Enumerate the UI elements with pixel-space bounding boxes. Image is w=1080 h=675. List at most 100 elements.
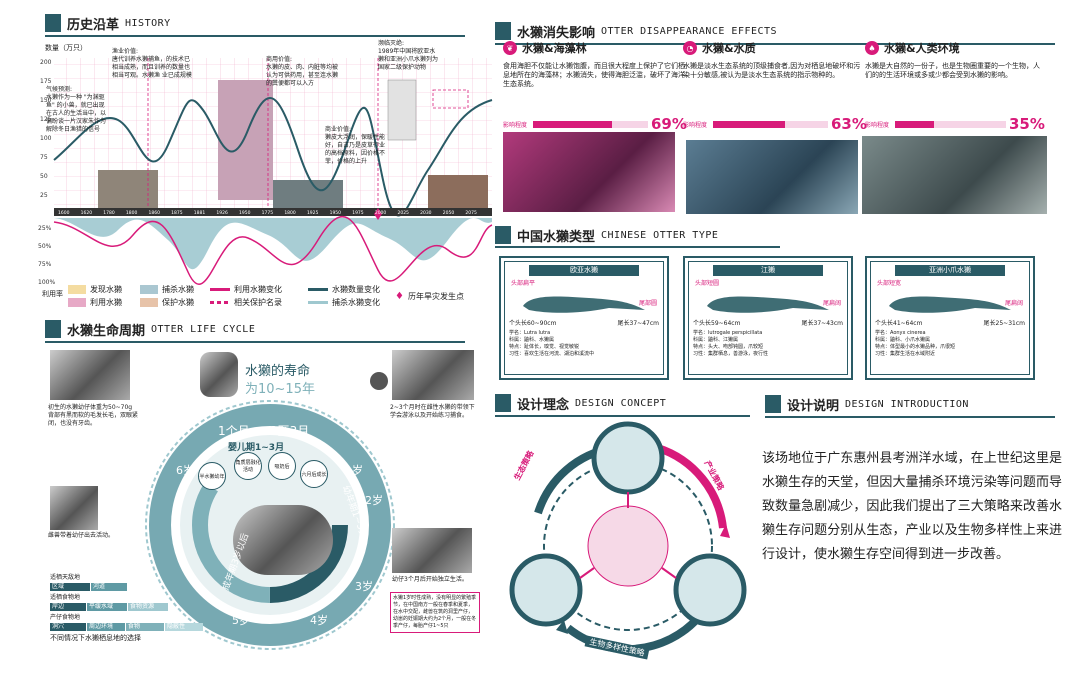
ytick: 200 — [40, 59, 52, 66]
legend-use-change: 利用水獭变化 — [210, 284, 282, 295]
photo-seaweed-urchins — [503, 132, 675, 212]
type-name: 江獭 — [713, 265, 823, 276]
note-newborn: 初生的水獭幼仔体重为50~70g 背部有黑而软的毛发长毛，双眼紧闭，也没有牙齿。 — [48, 404, 139, 427]
ring-label: 1个月 — [218, 424, 250, 438]
otter-print-icon — [370, 372, 388, 390]
note-commercial: 商业价值: 獭皮大浮润，保暖性能好，自古乃是皮草行业的高档原料，因价格不菲，价格… — [325, 126, 386, 165]
ring-label: 2岁 — [365, 494, 383, 507]
body-size: 个头长41~64cm — [875, 320, 923, 327]
concept-underline — [495, 415, 750, 417]
note-mother: 雌兽带着幼仔出去活动。 — [48, 532, 115, 539]
effect-water: ◔水獭&水质 水獭是淡水生态系统的顶级捕食者,因为对栖息地破坏和污染十分敏感,被… — [683, 41, 867, 133]
legend-prefix: 利用率 — [42, 290, 63, 298]
type-info: 学名：Aonyx cinerea 科属：鼬科、小爪水獭属 特点：体型最小的水獭品… — [875, 330, 956, 357]
habitat-bars: 适栖天敌地 区域 河道 适栖食物地 岸边 平缓水域 食物资源 产仔食物地 洞穴 … — [50, 574, 230, 643]
tail-label: 尾扁阔 — [1004, 300, 1023, 307]
bar-row: 洞穴 周边环境 食物 隐蔽性 — [50, 623, 230, 631]
note-swim: 2~3个月时在雌性水獭的带领下学会游泳以及开始练习捕食。 — [390, 404, 475, 419]
ring-label: 4岁 — [310, 614, 328, 627]
ytick: 125 — [40, 116, 52, 123]
bar-row: 岸边 平缓水域 食物资源 — [50, 603, 230, 611]
legend-protect-list: 相关保护名录 — [210, 297, 282, 308]
protection-markers — [147, 58, 469, 208]
capture-change-area — [54, 218, 492, 270]
effects-title: 水獭消失影响 OTTER DISAPPEARANCE EFFECTS — [495, 20, 777, 42]
concept-title: 设计理念 DESIGN CONCEPT — [495, 392, 666, 414]
history-underline — [45, 35, 465, 37]
effect-text: 水獭是淡水生态系统的顶级捕食者,因为对栖息地破坏和污染十分敏感,被认为是淡水生态… — [683, 62, 861, 79]
xtick: 1775 — [262, 210, 274, 216]
bar-label: 适栖食物地 — [50, 594, 81, 601]
stage-bubble: 半水獭幼年 — [198, 462, 226, 490]
seaweed-icon: ❦ — [503, 41, 517, 55]
ytick: 150 — [40, 97, 52, 104]
tail-size: 尾长25~31cm — [983, 320, 1025, 327]
tail-size: 尾长37~43cm — [801, 320, 843, 327]
intro-underline — [765, 416, 1055, 418]
note-fishing: 渔业价值: 唐代训养水獭捕鱼，的技术已相当成熟，而且训养的数量也相当可观。水獭渔… — [112, 48, 192, 79]
tail-label: 尾扁阔 — [822, 300, 841, 307]
y-ticks: 200 175 150 125 100 75 50 25 25% 50% 75%… — [38, 59, 55, 286]
x-axis-band — [54, 208, 492, 216]
ring-label: 1岁 — [345, 464, 363, 477]
section-marker — [45, 14, 61, 32]
xtick: 1950 — [239, 210, 251, 216]
xtick: 1925 — [307, 210, 319, 216]
xtick: 2025 — [397, 210, 409, 216]
legend-use: 利用水獭 — [68, 297, 122, 308]
bar-row: 区域 河道 — [50, 583, 230, 591]
types-underline — [495, 246, 780, 248]
ytick: 100 — [40, 135, 52, 142]
xtick: 1975 — [352, 210, 364, 216]
stage-bubble: 吸奶后 — [268, 452, 296, 480]
photo-human-fishing — [862, 136, 1047, 214]
xtick: 1800 — [126, 210, 138, 216]
ytick: 175 — [40, 78, 52, 85]
head-label: 头部扁平 — [511, 280, 536, 287]
photo-polluted-water — [686, 140, 858, 214]
use-change-line — [53, 216, 493, 285]
stage-infant: 婴儿期1~3月 — [228, 443, 285, 453]
photo-independent — [392, 528, 472, 573]
effect-text: 食用海胆不仅能让水獭饱腹，而且很大程度上保护了它们栖息地所在的海藻林；水獭消失，… — [503, 62, 685, 88]
body-size: 个头长60~90cm — [509, 320, 557, 327]
legend-drought: ♦历年旱灾发生点 — [395, 291, 464, 302]
head-label: 头部短宽 — [877, 280, 902, 287]
type-name: 亚洲小爪水獭 — [895, 265, 1005, 276]
photo-fishermen — [98, 170, 158, 215]
ring-label: 6岁 — [176, 464, 194, 477]
bar-label: 产仔食物地 — [50, 614, 81, 621]
concept-diagram — [509, 421, 747, 654]
xtick: 2030 — [420, 210, 432, 216]
type-card-asian: 亚洲小爪水獭 头部短宽 尾扁阔 个头长41~64cm 尾长25~31cm 学名：… — [865, 256, 1035, 380]
legend-discover: 发现水獭 — [68, 284, 122, 295]
otter-silhouette-icon — [523, 296, 645, 313]
note-endangered: 濒临灭绝: 1989年中国将欧亚水獭和亚洲小爪水獭列为国家二级保护动物 — [378, 40, 439, 71]
type-card-smooth: 江獭 头部短圆 尾扁阔 个头长59~64cm 尾长37~43cm 学名：lutr… — [683, 256, 853, 380]
ytick: 50 — [40, 173, 48, 180]
xtick: 1860 — [149, 210, 161, 216]
ytick: 25 — [40, 192, 48, 199]
ytick: 75 — [40, 154, 48, 161]
section-marker — [495, 226, 511, 244]
note-independent: 幼仔3个月后开始独立生活。 — [392, 576, 468, 583]
xtick: 1600 — [58, 210, 70, 216]
note-maturity: 水獭1岁时性成熟，没有明显的繁殖季节，在中国南方一般在春季和夏季，在水中交配，雌… — [390, 592, 480, 633]
xtick: 2075 — [465, 210, 477, 216]
photo-mother — [50, 486, 98, 530]
photo-swim-training — [392, 350, 474, 400]
ring-label: 2至3月 — [270, 424, 310, 438]
section-marker — [45, 320, 61, 338]
human-icon: ♠ — [865, 41, 879, 55]
type-info: 学名：lutrogale perspicillata 科属：鼬科、江獭属 特点：… — [693, 330, 769, 357]
otter-silhouette-icon — [707, 296, 829, 313]
bars-title: 不同情况下水獭栖息地的选择 — [50, 634, 141, 642]
history-chart: 200 175 150 125 100 75 50 25 25% 50% 75%… — [38, 58, 493, 286]
xtick: 1926 — [216, 210, 228, 216]
ytick-down: 25% — [38, 225, 52, 232]
legend-capture-change: 捕杀水獭变化 — [308, 297, 380, 308]
